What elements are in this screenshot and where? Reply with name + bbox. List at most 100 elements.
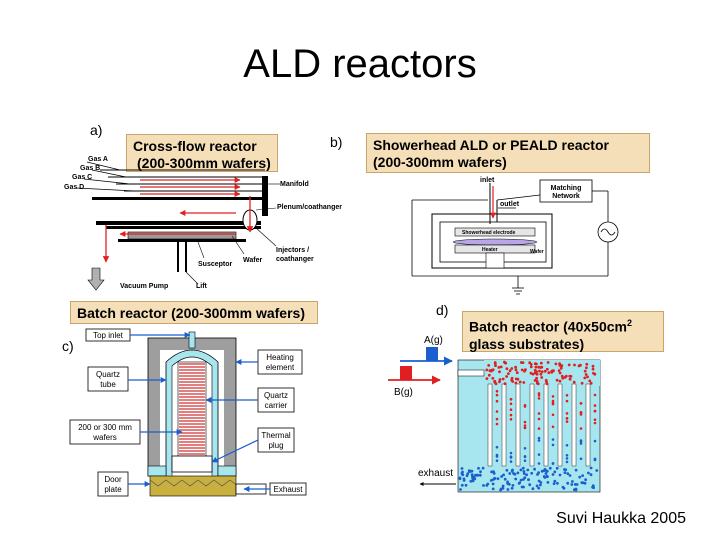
red-dot bbox=[515, 371, 519, 375]
red-dot bbox=[528, 361, 532, 365]
label-plenum: Plenum/coathanger bbox=[277, 204, 342, 211]
caption-batch-wafers: Batch reactor (200-300mm wafers) bbox=[70, 301, 318, 324]
blue-dot bbox=[565, 454, 569, 457]
red-dot bbox=[518, 380, 522, 384]
blue-dot bbox=[551, 462, 555, 465]
red-dot bbox=[487, 373, 491, 377]
red-dot bbox=[537, 412, 541, 415]
precursor-b-dots bbox=[458, 436, 599, 492]
red-dot bbox=[498, 378, 502, 381]
blue-dot bbox=[591, 484, 595, 487]
red-dot bbox=[567, 363, 571, 367]
blue-dot bbox=[551, 438, 555, 441]
blue-dot bbox=[551, 443, 555, 447]
red-dot bbox=[593, 404, 597, 407]
blue-dot bbox=[517, 482, 521, 485]
blue-dot bbox=[593, 457, 597, 461]
blue-dot bbox=[589, 466, 593, 470]
blue-dot bbox=[537, 439, 541, 442]
blue-dot bbox=[461, 470, 464, 474]
caption-b-line2: (200-300mm wafers) bbox=[373, 154, 507, 170]
label-vacuum-pump: Vacuum Pump bbox=[120, 283, 168, 290]
blue-dot bbox=[495, 453, 499, 457]
credit-text: Suvi Haukka 2005 bbox=[556, 510, 686, 527]
red-dot bbox=[508, 369, 512, 373]
blue-dot bbox=[535, 484, 539, 488]
batch-wafer-reactor-diagram: Top inlet Quartz tube 200 or 300 mm wafe… bbox=[69, 328, 307, 497]
blue-dot bbox=[462, 479, 466, 482]
blue-dot bbox=[501, 484, 505, 488]
blue-dot bbox=[506, 488, 510, 491]
blue-dot bbox=[460, 467, 464, 470]
red-dot bbox=[547, 371, 551, 375]
label-showerhead-electrode: Showerhead electrode bbox=[462, 230, 516, 236]
red-dot bbox=[560, 364, 564, 368]
red-dot bbox=[583, 376, 587, 380]
label-heater: Heater bbox=[482, 247, 498, 253]
red-dot bbox=[499, 365, 503, 369]
red-dot bbox=[533, 368, 537, 372]
blue-dot bbox=[505, 468, 509, 472]
blue-dot bbox=[568, 474, 572, 477]
blue-dot bbox=[474, 473, 477, 477]
label-gas-c: Gas C bbox=[72, 174, 92, 181]
blue-dot bbox=[537, 453, 541, 456]
blue-dot bbox=[578, 475, 582, 479]
red-dot bbox=[593, 409, 597, 413]
label-top-inlet: Top inlet bbox=[93, 331, 124, 340]
blue-dot bbox=[526, 468, 530, 472]
blue-dot bbox=[476, 473, 480, 477]
red-dot bbox=[557, 369, 561, 372]
blue-dot bbox=[553, 479, 557, 483]
label-gas-d: Gas D bbox=[64, 184, 84, 191]
precursor-a-dots bbox=[485, 360, 597, 430]
glass-plate bbox=[585, 383, 591, 467]
red-dot bbox=[537, 392, 541, 395]
red-dot bbox=[503, 382, 507, 386]
red-dot bbox=[509, 402, 513, 406]
label-heating-1: Heating bbox=[266, 353, 294, 362]
blue-dot bbox=[527, 478, 530, 482]
blue-dot bbox=[509, 451, 513, 455]
red-dot bbox=[593, 393, 597, 397]
wafer-stack bbox=[179, 363, 205, 455]
blue-dot bbox=[536, 473, 539, 476]
blue-dot bbox=[566, 481, 570, 485]
blue-dot bbox=[500, 475, 503, 478]
red-dot bbox=[540, 370, 544, 374]
label-wafers-2: wafers bbox=[92, 433, 117, 442]
red-dot bbox=[485, 368, 489, 372]
blue-dot bbox=[581, 474, 584, 477]
red-dot bbox=[537, 427, 541, 430]
blue-dot bbox=[519, 468, 523, 472]
blue-dot bbox=[537, 462, 541, 465]
red-dot bbox=[593, 421, 597, 425]
blue-dot bbox=[506, 482, 509, 485]
label-gas-b: Gas B bbox=[80, 165, 100, 172]
label-injectors-1: Injectors / bbox=[276, 247, 309, 254]
label-manifold: Manifold bbox=[280, 181, 309, 188]
red-dot bbox=[551, 425, 555, 429]
red-dot bbox=[543, 369, 547, 373]
blue-dot bbox=[570, 483, 574, 486]
blue-dot bbox=[482, 484, 485, 487]
red-dot bbox=[537, 394, 541, 397]
blue-dot bbox=[502, 473, 505, 477]
showerhead-reactor-diagram: inlet outlet Matching Network Showerhead… bbox=[411, 177, 619, 295]
red-dot bbox=[514, 365, 517, 369]
blue-dot bbox=[516, 471, 520, 475]
blue-dot bbox=[565, 457, 569, 460]
red-dot bbox=[534, 365, 538, 369]
blue-dot bbox=[595, 469, 599, 472]
label-b-gas: B(g) bbox=[394, 387, 413, 398]
caption-d-line2: glass substrates) bbox=[469, 335, 585, 352]
blue-dot bbox=[469, 479, 473, 483]
blue-dot bbox=[465, 474, 469, 478]
caption-showerhead: Showerhead ALD or PEALD reactor (200-300… bbox=[366, 133, 650, 173]
blue-dot bbox=[574, 487, 578, 491]
blue-dot bbox=[561, 485, 565, 489]
label-quartz-tube-2: tube bbox=[100, 380, 116, 389]
blue-dot bbox=[501, 486, 505, 490]
blue-dot bbox=[563, 471, 567, 474]
